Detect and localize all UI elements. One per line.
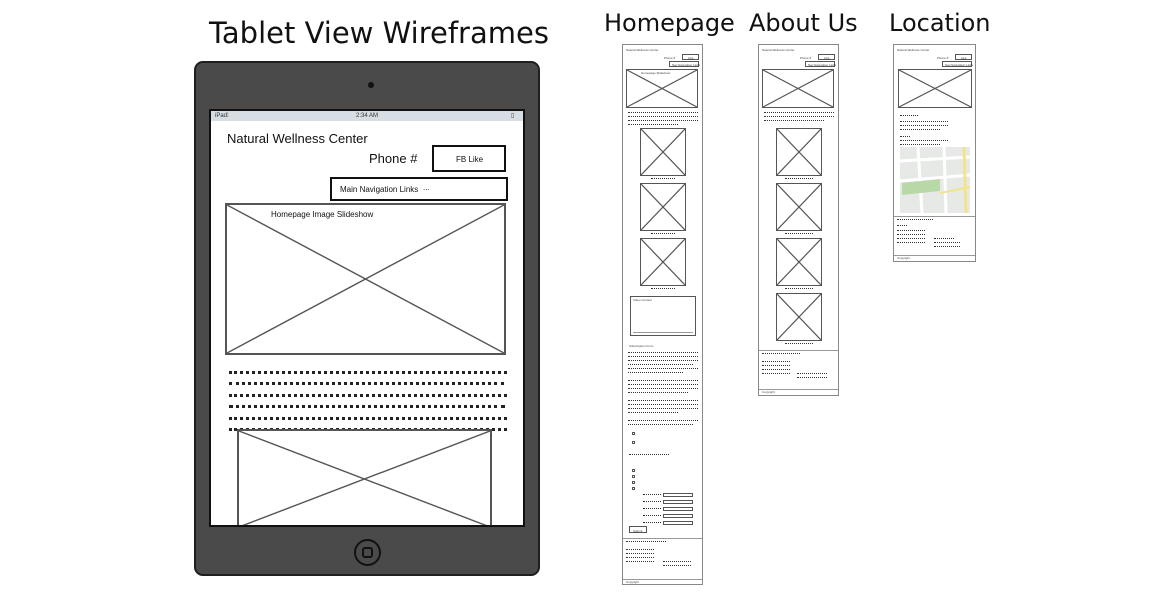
mini-nav: Nav Navigation Links [669, 61, 700, 67]
wifi-icon: ⁞ [227, 113, 229, 119]
tablet-screen: iPad ⁞ 2:34 AM ▯ Natural Wellness Center… [209, 109, 525, 527]
about-heading: About Us [749, 9, 858, 37]
status-carrier: iPad [215, 113, 228, 119]
location-wireframe: Natural Wellness Center Phone # Like Nav… [893, 44, 976, 262]
mini-slideshow: Homepage Slideshow [626, 69, 698, 108]
battery-icon: ▯ [511, 113, 515, 119]
home-button[interactable] [354, 539, 381, 566]
homepage-wireframe: Natural Wellness Center Phone # Like Nav… [622, 44, 703, 585]
location-heading: Location [889, 9, 991, 37]
camera-icon [368, 82, 374, 88]
slideshow-placeholder: Homepage Image Slideshow [225, 203, 506, 355]
tablet-frame: iPad ⁞ 2:34 AM ▯ Natural Wellness Center… [194, 61, 540, 576]
mini-submit: Submit [629, 526, 647, 533]
mini-fb-like: Like [682, 54, 699, 60]
content-image-placeholder [237, 429, 492, 525]
homepage-heading: Homepage [604, 9, 735, 37]
status-bar: iPad ⁞ 2:34 AM ▯ [211, 111, 523, 121]
site-name: Natural Wellness Center [227, 131, 368, 146]
mini-video: Video Content [630, 296, 696, 336]
status-time: 2:34 AM [356, 113, 379, 119]
nav-links-label: Main Navigation Links [340, 185, 419, 194]
nav-more: ... [423, 183, 430, 192]
fb-like-button[interactable]: FB Like [432, 145, 506, 172]
slideshow-label: Homepage Image Slideshow [271, 210, 374, 219]
location-map [900, 147, 970, 213]
about-wireframe: Natural Wellness Center Phone # Like Nav… [758, 44, 839, 396]
page-title: Tablet View Wireframes [209, 16, 549, 50]
phone-label: Phone # [369, 151, 418, 166]
main-nav-bar[interactable]: Main Navigation Links ... [330, 177, 508, 201]
